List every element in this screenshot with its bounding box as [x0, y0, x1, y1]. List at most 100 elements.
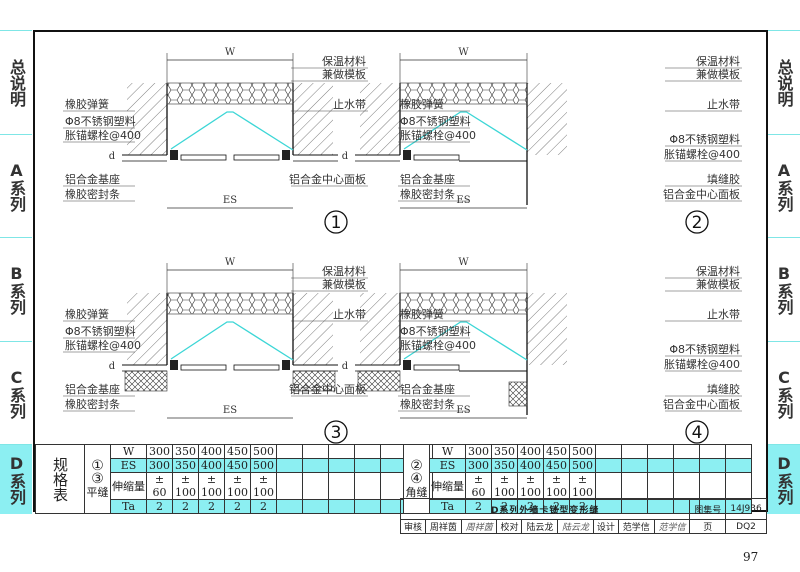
nav-tab-1[interactable]: A系列: [0, 134, 32, 237]
callout-label: 胀锚螺栓@400: [664, 147, 740, 161]
spec-cell: 2: [146, 499, 173, 514]
dim-w-label: W: [225, 47, 236, 58]
spec-cell: 500: [569, 444, 596, 459]
title-block: D系列外墙卡锁型变形缝 图集号 14J936 审核 周祥茵 周祥茵 校对 陆云龙…: [399, 498, 767, 534]
spec-cell: ± 100: [198, 472, 225, 500]
nav-tab-label: C系列: [774, 367, 794, 419]
spec-empty-cell: [621, 444, 648, 459]
callout-label: Φ8不锈钢塑料: [400, 114, 471, 128]
spec-row-label: ES: [429, 458, 466, 473]
spec-cell: 450: [224, 444, 251, 459]
nav-tab-0[interactable]: 总说明: [767, 30, 800, 134]
spec-row-label: ES: [110, 458, 147, 473]
nav-tab-label: D系列: [774, 454, 794, 505]
insulation-board: [166, 292, 294, 315]
callout-label: 止水带: [333, 308, 366, 321]
nav-tab-3[interactable]: C系列: [0, 341, 32, 444]
spec-cell: 450: [224, 458, 251, 473]
callout-label: 胀锚螺栓@400: [65, 128, 141, 142]
spec-empty-cell: [302, 458, 329, 473]
callout-label: 铝合金基座: [400, 382, 455, 396]
waterstop: [403, 321, 528, 361]
callout-label: 橡胶弹簧: [65, 97, 109, 111]
callout-label: 填缝胶: [707, 382, 740, 396]
spec-cell: 350: [172, 458, 199, 473]
dim-es-label: ES: [223, 195, 237, 206]
callout-label: 胀锚螺栓@400: [400, 338, 476, 352]
atlas-number: 14J936: [725, 498, 767, 520]
detail-number-circle: [685, 420, 709, 444]
center-panel: [180, 364, 227, 371]
spec-cell: 400: [517, 458, 544, 473]
aluminum-base: [282, 360, 290, 370]
callout-label: 橡胶弹簧: [400, 307, 444, 321]
dim-d-label: d: [342, 151, 349, 162]
spec-cell: ± 60: [465, 472, 492, 500]
callout-label: 兼做模板: [322, 277, 366, 291]
nav-tab-3[interactable]: C系列: [767, 341, 800, 444]
detail-number: 4: [692, 423, 703, 443]
detail-ref: ③: [91, 470, 104, 487]
spec-empty-cell: [302, 444, 329, 459]
nav-tab-0[interactable]: 总说明: [0, 30, 32, 134]
spec-cell: ± 100: [543, 472, 570, 500]
page-label: 页: [689, 519, 727, 534]
callout-label: 胀锚螺栓@400: [664, 357, 740, 371]
detail-number-circle: [685, 210, 709, 234]
reviewer-signature: 周祥茵: [460, 519, 498, 534]
spec-cell: 300: [146, 458, 173, 473]
detail-number: 2: [692, 213, 703, 233]
spec-row-label: Ta: [110, 499, 147, 514]
dim-d-label: d: [109, 361, 116, 372]
nav-tab-4[interactable]: D系列: [767, 444, 800, 514]
wall-right-hatch: [293, 293, 333, 365]
callout-label: 胀锚螺栓@400: [400, 128, 476, 142]
wall-right-hatch: [293, 83, 333, 155]
detail-number-circle: [324, 210, 348, 234]
nav-tab-label: C系列: [7, 367, 26, 419]
nav-tab-2[interactable]: B系列: [767, 237, 800, 341]
spec-cell: ± 100: [172, 472, 199, 500]
callout-label: Φ8不锈钢塑料: [400, 324, 471, 338]
spec-empty-cell: [595, 472, 622, 500]
spec-empty-cell: [699, 444, 726, 459]
nav-tab-1[interactable]: A系列: [767, 134, 800, 237]
detail-number-circle: [324, 420, 348, 444]
spec-empty-cell: [354, 444, 381, 459]
spec-cell: 500: [250, 458, 277, 473]
wall-left-hatch: [127, 83, 167, 155]
spec-empty-cell: [276, 499, 303, 514]
nav-tab-label: D系列: [7, 454, 26, 505]
spec-cell: 300: [465, 458, 492, 473]
nav-tab-2[interactable]: B系列: [0, 237, 32, 341]
designer-name: 范学信: [617, 519, 655, 534]
waterstop: [170, 111, 294, 151]
spec-row-label: W: [110, 444, 147, 459]
aluminum-base: [170, 360, 178, 370]
spec-empty-cell: [699, 458, 726, 473]
callout-label: 胀锚螺栓@400: [65, 338, 141, 352]
dim-es-label: ES: [456, 195, 470, 206]
wall-left-hatch: [127, 293, 167, 365]
nav-tab-label: B系列: [774, 264, 794, 315]
aluminum-base: [170, 150, 178, 160]
spec-cell: ± 100: [224, 472, 251, 500]
review-label: 审核: [399, 519, 427, 534]
center-panel: [413, 364, 460, 371]
wall-left-hatch: [360, 83, 400, 155]
nav-tab-4[interactable]: D系列: [0, 444, 32, 514]
page-code: DQ2: [725, 519, 767, 534]
callout-label: Φ8不锈钢塑料: [65, 114, 136, 128]
callout-label: Φ8不锈钢塑料: [669, 342, 740, 356]
spec-empty-cell: [354, 458, 381, 473]
callout-label: 兼做模板: [696, 277, 740, 291]
callout-label: 保温材料: [696, 264, 740, 278]
spec-empty-cell: [621, 458, 648, 473]
callout-label: 橡胶密封条: [400, 187, 455, 201]
spec-empty-cell: [302, 499, 329, 514]
callout-label: 保温材料: [322, 54, 366, 68]
detail-ref: ②: [410, 457, 423, 474]
callout-label: 兼做模板: [322, 67, 366, 81]
joint-type-label: 角缝: [405, 485, 428, 499]
callout-label: Φ8不锈钢塑料: [65, 324, 136, 338]
